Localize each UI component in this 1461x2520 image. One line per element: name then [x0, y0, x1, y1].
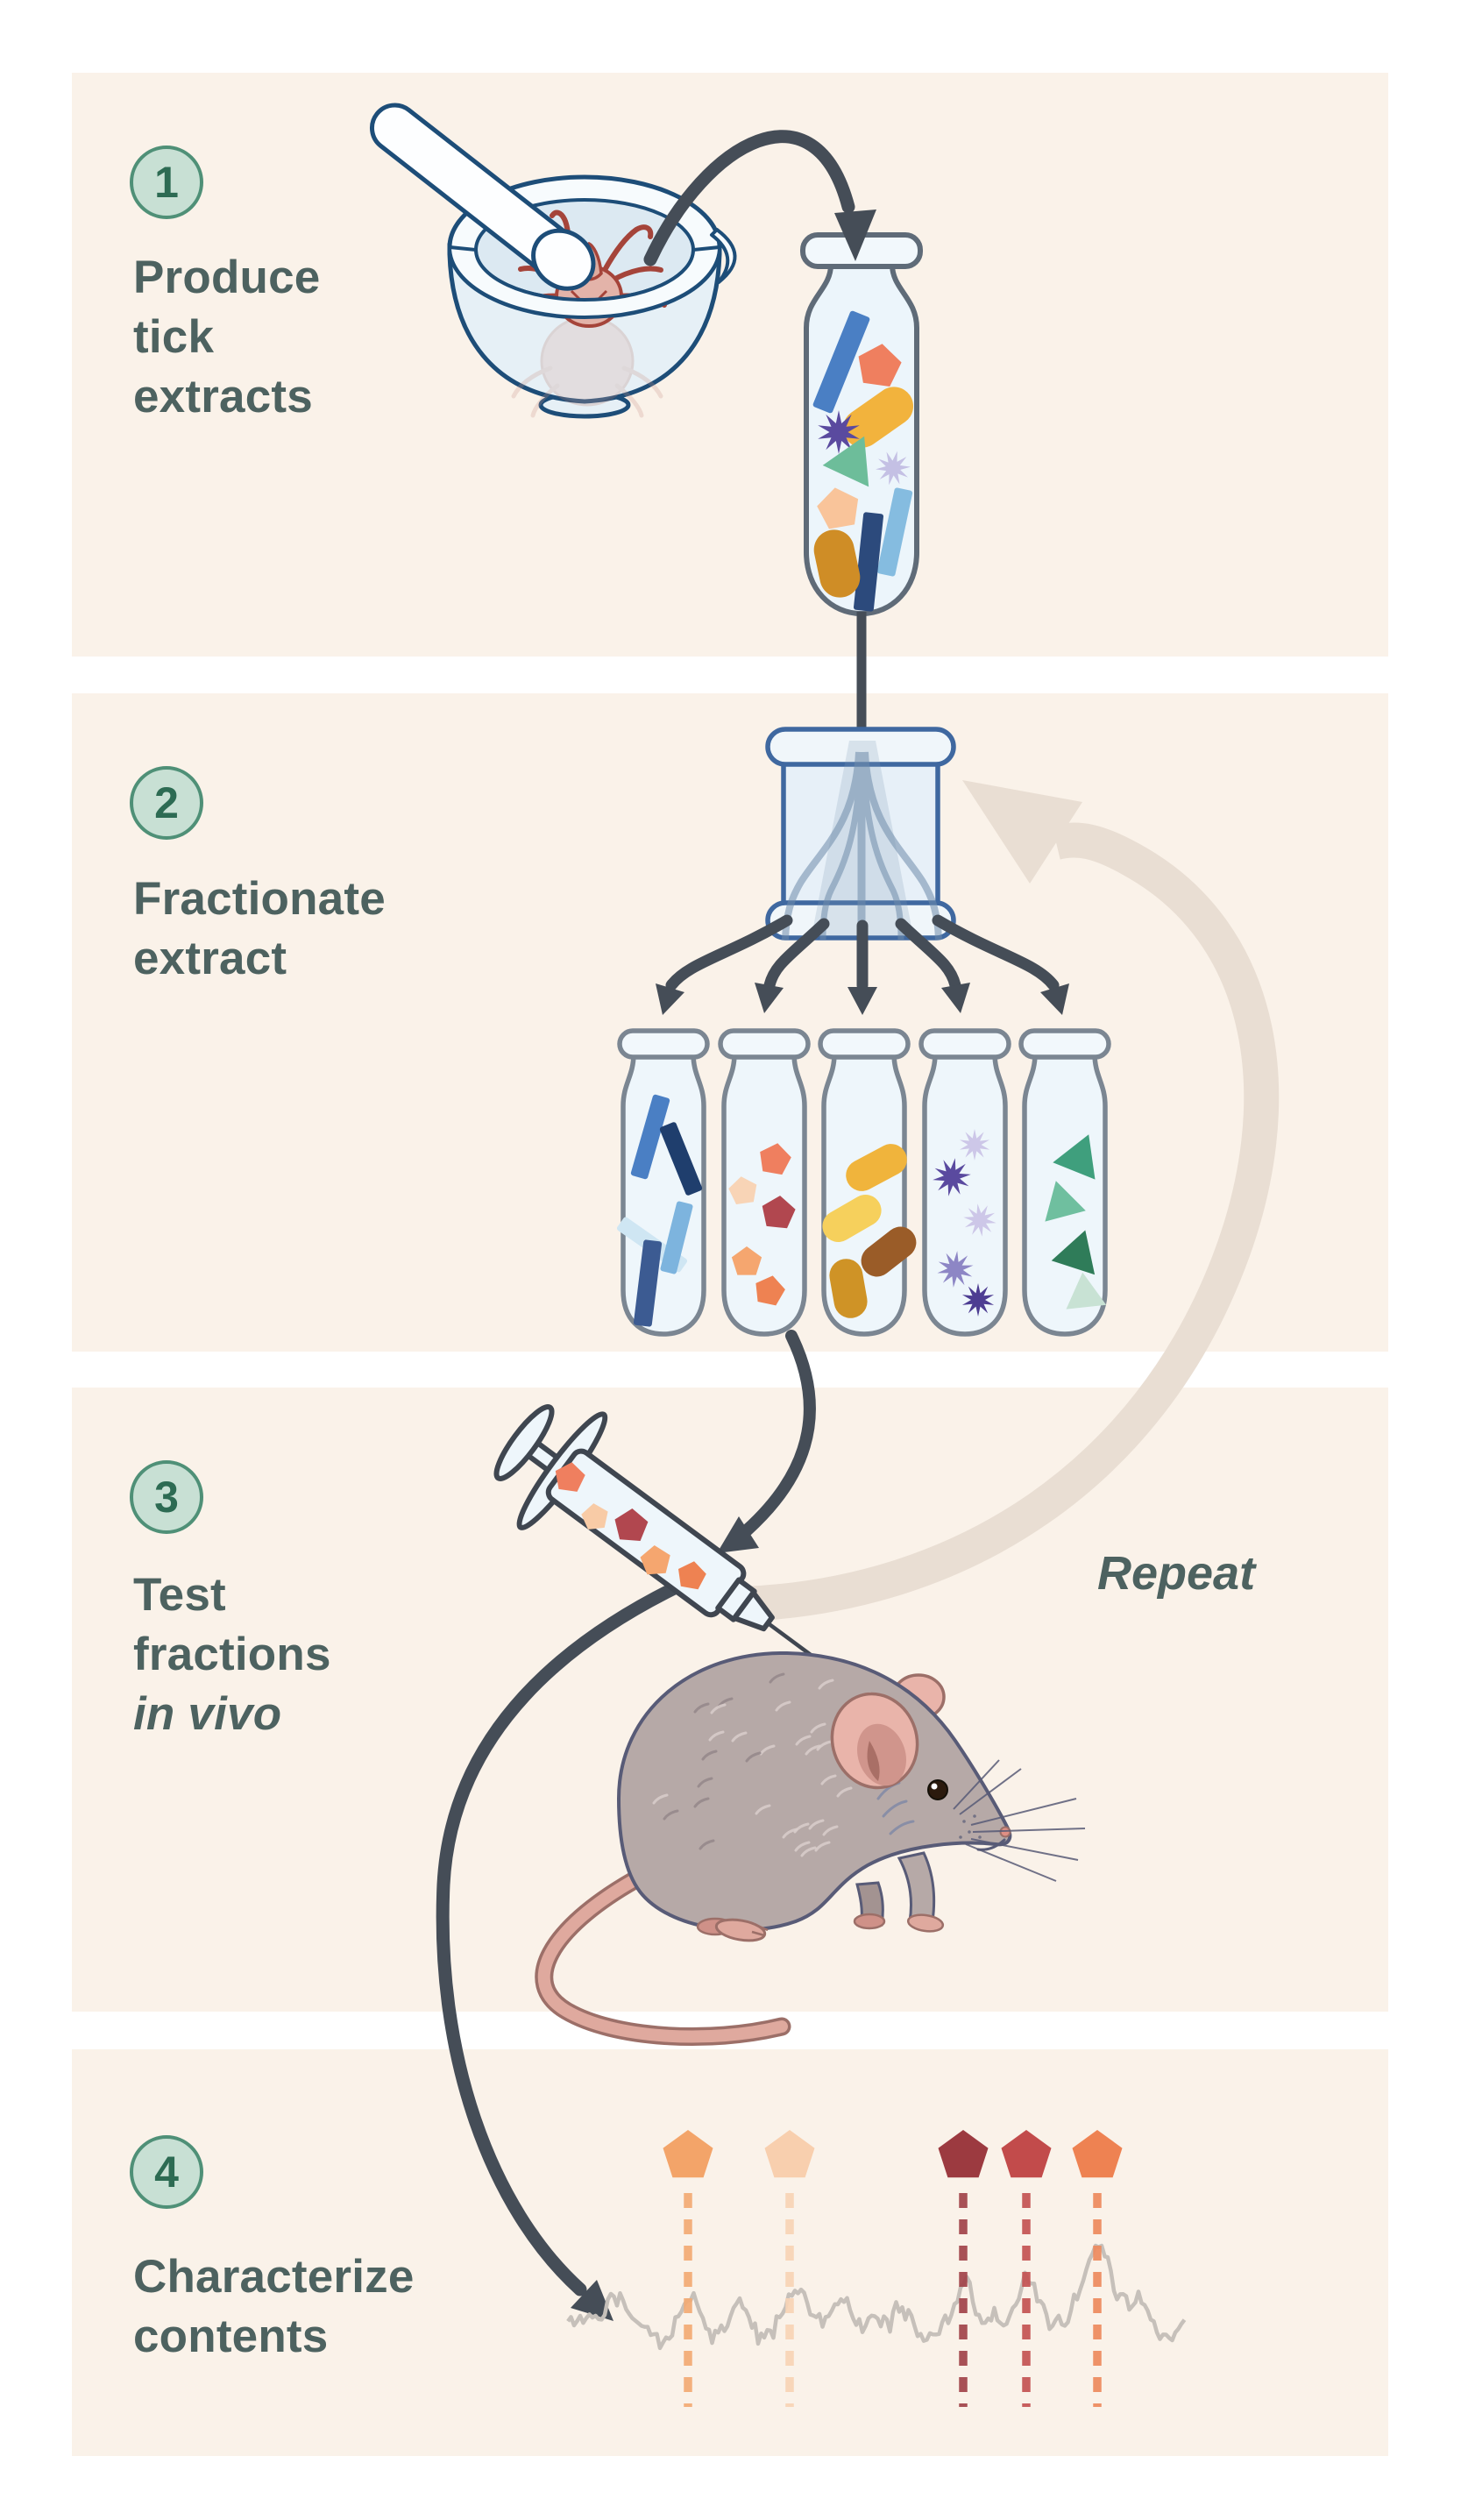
title-line-italic: in vivo — [133, 1688, 282, 1740]
title-line: extract — [133, 933, 287, 984]
title-line: tick — [133, 311, 215, 363]
step-1-number: 1 — [154, 158, 179, 207]
step-3-title: Test fractions in vivo — [133, 1565, 331, 1744]
step-2-badge: 2 — [130, 766, 203, 840]
title-line: extracts — [133, 371, 313, 422]
title-line: Produce — [133, 252, 321, 303]
step-1-title: Produce tick extracts — [133, 248, 320, 427]
step-4-title: Characterize contents — [133, 2247, 415, 2367]
step-2-number: 2 — [154, 778, 179, 827]
step-2-panel — [72, 693, 1388, 1352]
title-line: Characterize — [133, 2251, 415, 2303]
step-3-number: 3 — [154, 1473, 179, 1522]
title-line: contents — [133, 2311, 329, 2362]
step-4-number: 4 — [154, 2147, 179, 2197]
title-line: Fractionate — [133, 873, 386, 925]
title-line: fractions — [133, 1629, 331, 1680]
repeat-label: Repeat — [1097, 1547, 1256, 1600]
step-1-badge: 1 — [130, 146, 203, 219]
step-3-badge: 3 — [130, 1460, 203, 1534]
step-2-title: Fractionate extract — [133, 870, 386, 989]
title-line: Test — [133, 1569, 226, 1621]
step-4-badge: 4 — [130, 2135, 203, 2209]
